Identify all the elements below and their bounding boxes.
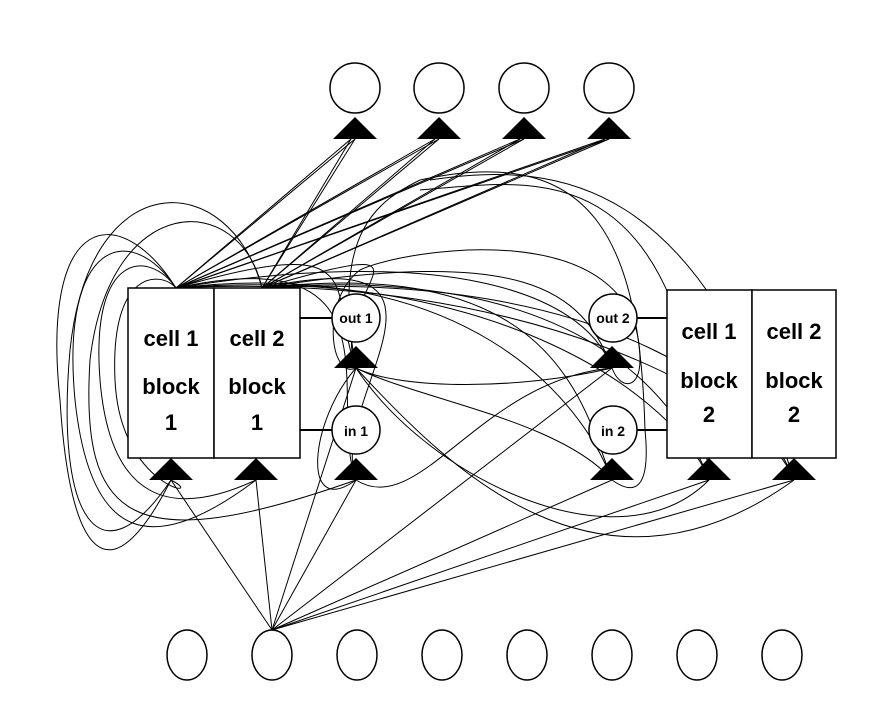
memory-block-1: cell 1 block 1 cell 2 block 1 out 1 in 1 xyxy=(127,287,381,480)
in-gate-1-label: in 1 xyxy=(344,423,368,439)
connection-3 xyxy=(66,202,263,532)
block-1-cell-2-arrow-icon xyxy=(234,458,278,480)
connection-15 xyxy=(419,184,710,481)
memory-block-2: cell 1 block 2 cell 2 block 2 out 2 in 2 xyxy=(588,289,837,480)
connection-10 xyxy=(317,367,357,490)
input-2-fanout-2 xyxy=(255,479,273,631)
block-1-cell-2-label-line2: block xyxy=(228,374,286,399)
cell-1-to-target-3 xyxy=(175,270,613,369)
output-units xyxy=(329,62,635,139)
output-unit-1-arrow-icon xyxy=(333,117,377,139)
connection-14 xyxy=(355,367,710,518)
input-2-fanout-5 xyxy=(271,479,710,631)
in-gate-1-arrow-icon xyxy=(334,458,378,480)
input-unit-2[interactable] xyxy=(251,629,293,681)
in-gate-2[interactable] xyxy=(588,405,638,455)
out-gate-2[interactable] xyxy=(588,293,638,343)
block-1-cell-1[interactable] xyxy=(127,287,215,459)
connection-11 xyxy=(355,367,613,488)
input-2-fanout-6 xyxy=(271,479,795,631)
connection-4 xyxy=(88,221,357,521)
out-gate-2-arrow-icon xyxy=(590,346,634,368)
out-gate-2-label: out 2 xyxy=(596,310,630,326)
input-2-fanout-8 xyxy=(271,367,613,631)
cell-1-to-output-1-b xyxy=(175,138,352,289)
block-1-cell-1-arrow-icon xyxy=(149,458,193,480)
cell-2-to-output-1 xyxy=(261,138,356,289)
input-unit-4[interactable] xyxy=(421,629,463,681)
block-2-cell-1-label-line3: 2 xyxy=(703,402,715,427)
connection-1 xyxy=(56,234,177,550)
input-units xyxy=(166,629,803,681)
cell-2-to-output-4-b xyxy=(261,138,606,289)
input-unit-6[interactable] xyxy=(591,629,633,681)
connection-12 xyxy=(348,171,647,489)
block-2-cell-2-label-line2: block xyxy=(765,368,823,393)
block-2-cell-2-arrow-icon xyxy=(772,458,816,480)
input-unit-3[interactable] xyxy=(336,629,378,681)
cell-2-to-output-2-b xyxy=(261,138,436,289)
block-1-cell-2-label-line3: 1 xyxy=(251,410,263,435)
out-gate-1-label: out 1 xyxy=(339,310,373,326)
input-2-fanout-3 xyxy=(271,479,357,631)
connection-6 xyxy=(114,278,182,489)
in-gate-2-label: in 2 xyxy=(601,423,625,439)
connection-2 xyxy=(72,250,257,528)
in-gate-1[interactable] xyxy=(331,405,381,455)
output-unit-1[interactable] xyxy=(329,62,381,114)
connection-13 xyxy=(355,367,795,538)
block-2-cell-1-label-line1: cell 1 xyxy=(681,319,736,344)
connection-8 xyxy=(355,367,613,385)
cell-2-to-output-3-b xyxy=(261,138,521,289)
out-gate-1[interactable] xyxy=(331,293,381,343)
output-unit-4[interactable] xyxy=(583,62,635,114)
block-2-cell-1-label-line2: block xyxy=(680,368,738,393)
input-unit-7[interactable] xyxy=(676,629,718,681)
block-2-cell-1[interactable] xyxy=(666,289,753,459)
block-1-cell-1-label-line1: cell 1 xyxy=(143,326,198,351)
input-2-fanout-4 xyxy=(271,479,613,631)
output-unit-3[interactable] xyxy=(498,62,550,114)
output-unit-2[interactable] xyxy=(413,62,465,114)
out-gate-1-arrow-icon xyxy=(334,346,378,368)
input-unit-5[interactable] xyxy=(506,629,548,681)
cell-2-to-target-3 xyxy=(261,270,613,369)
cell-2-to-output-1-b xyxy=(261,138,352,289)
connection-9 xyxy=(355,367,613,481)
block-1-cell-2-label-line1: cell 2 xyxy=(229,326,284,351)
block-1-cell-1-label-line3: 1 xyxy=(165,410,177,435)
input-2-fanout-1 xyxy=(170,479,273,631)
input-unit-1[interactable] xyxy=(166,629,208,681)
block-1-cell-1-label-line2: block xyxy=(142,374,200,399)
output-unit-2-arrow-icon xyxy=(417,117,461,139)
output-unit-4-arrow-icon xyxy=(587,117,631,139)
block-2-cell-2-label-line1: cell 2 xyxy=(766,319,821,344)
input-unit-8[interactable] xyxy=(761,629,803,681)
block-2-cell-2-label-line3: 2 xyxy=(788,402,800,427)
block-1-cell-2[interactable] xyxy=(213,287,301,459)
connection-5 xyxy=(98,265,257,500)
block-2-cell-2[interactable] xyxy=(751,289,837,459)
in-gate-2-arrow-icon xyxy=(590,458,634,480)
block-2-cell-1-arrow-icon xyxy=(687,458,731,480)
output-unit-3-arrow-icon xyxy=(502,117,546,139)
cell-1-to-output-2-b xyxy=(175,138,436,289)
